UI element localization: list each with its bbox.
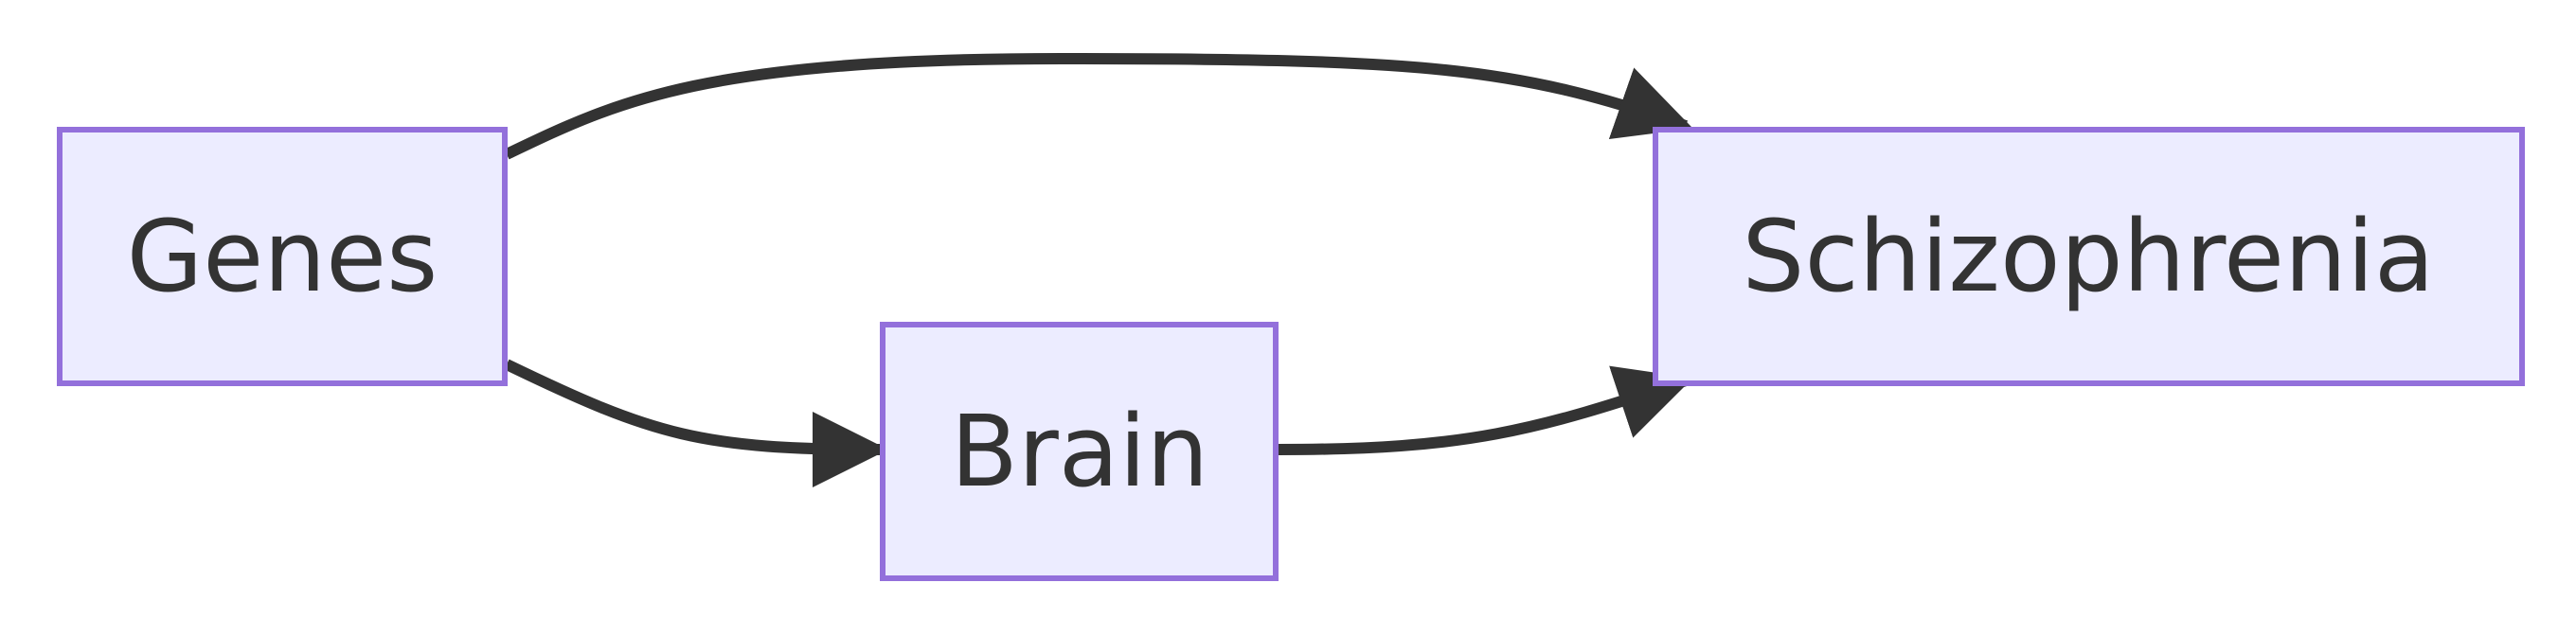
node-brain-label: Brain [951, 394, 1209, 509]
edge-brain-to-schizophrenia [1278, 365, 1693, 455]
node-schizophrenia-label: Schizophrenia [1742, 199, 2434, 314]
node-brain: Brain [880, 322, 1279, 581]
node-genes: Genes [57, 127, 508, 386]
edge-genes-to-brain [504, 359, 888, 487]
edge-genes-to-schizophrenia [504, 52, 1693, 160]
node-schizophrenia: Schizophrenia [1653, 127, 2525, 386]
node-genes-label: Genes [127, 199, 438, 314]
